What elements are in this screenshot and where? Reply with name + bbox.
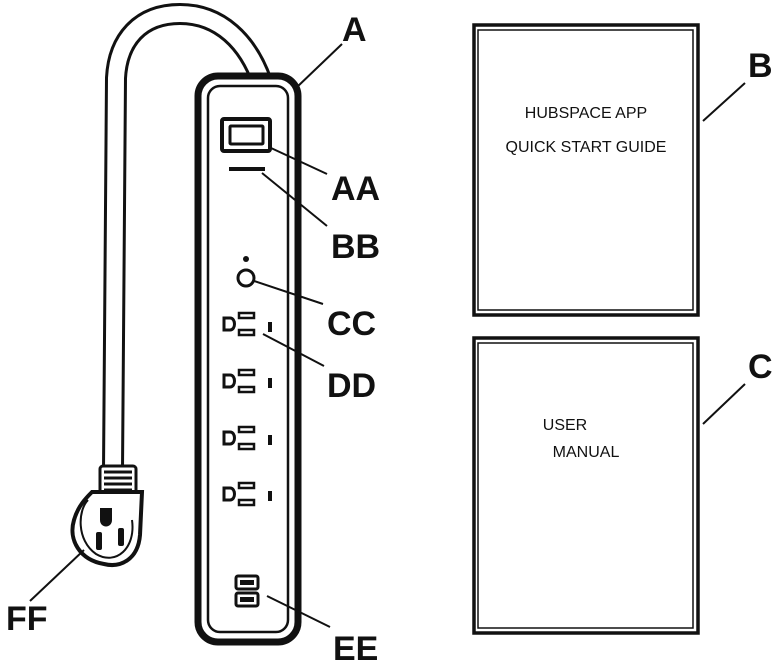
quick-start-guide-b: HUBSPACE APP QUICK START GUIDE bbox=[472, 23, 700, 317]
outlet bbox=[222, 481, 272, 507]
outlet bbox=[222, 311, 272, 337]
manual-title-line1: USER bbox=[543, 417, 587, 434]
callout-labels: A AA BB CC DD EE FF B C bbox=[6, 11, 773, 668]
power-strip bbox=[194, 72, 302, 646]
outlet bbox=[222, 368, 272, 394]
callout-dd: DD bbox=[327, 367, 376, 405]
guide-title-line2: QUICK START GUIDE bbox=[506, 139, 667, 156]
callout-a: A bbox=[342, 11, 367, 49]
callout-b: B bbox=[748, 47, 773, 85]
leader-dd bbox=[262, 333, 325, 367]
outlet bbox=[222, 425, 272, 451]
manual-title-line2: MANUAL bbox=[553, 444, 620, 461]
power-cord bbox=[102, 3, 273, 481]
callout-ff: FF bbox=[6, 600, 48, 638]
plug-ff bbox=[70, 490, 145, 567]
callout-cc: CC bbox=[327, 305, 376, 343]
leader-cc bbox=[253, 280, 324, 305]
leader-c bbox=[702, 383, 746, 425]
guide-title-line1: HUBSPACE APP bbox=[525, 105, 647, 122]
user-manual-c: USER MANUAL bbox=[472, 336, 700, 635]
leader-lines bbox=[29, 43, 746, 628]
button-cc bbox=[236, 256, 256, 288]
leader-ff bbox=[29, 549, 85, 602]
callout-aa: AA bbox=[331, 170, 380, 208]
leader-ee bbox=[266, 595, 331, 628]
callout-c: C bbox=[748, 348, 773, 386]
callout-bb: BB bbox=[331, 228, 380, 266]
leader-b bbox=[702, 82, 746, 122]
leader-aa bbox=[270, 147, 328, 175]
indicator-bar-bb bbox=[229, 167, 265, 171]
outlets-dd bbox=[222, 311, 272, 507]
power-switch-aa bbox=[220, 117, 272, 153]
callout-ee: EE bbox=[333, 630, 378, 668]
leader-bb bbox=[261, 172, 328, 227]
leader-a bbox=[295, 43, 343, 89]
usb-ports-ee bbox=[234, 574, 260, 608]
